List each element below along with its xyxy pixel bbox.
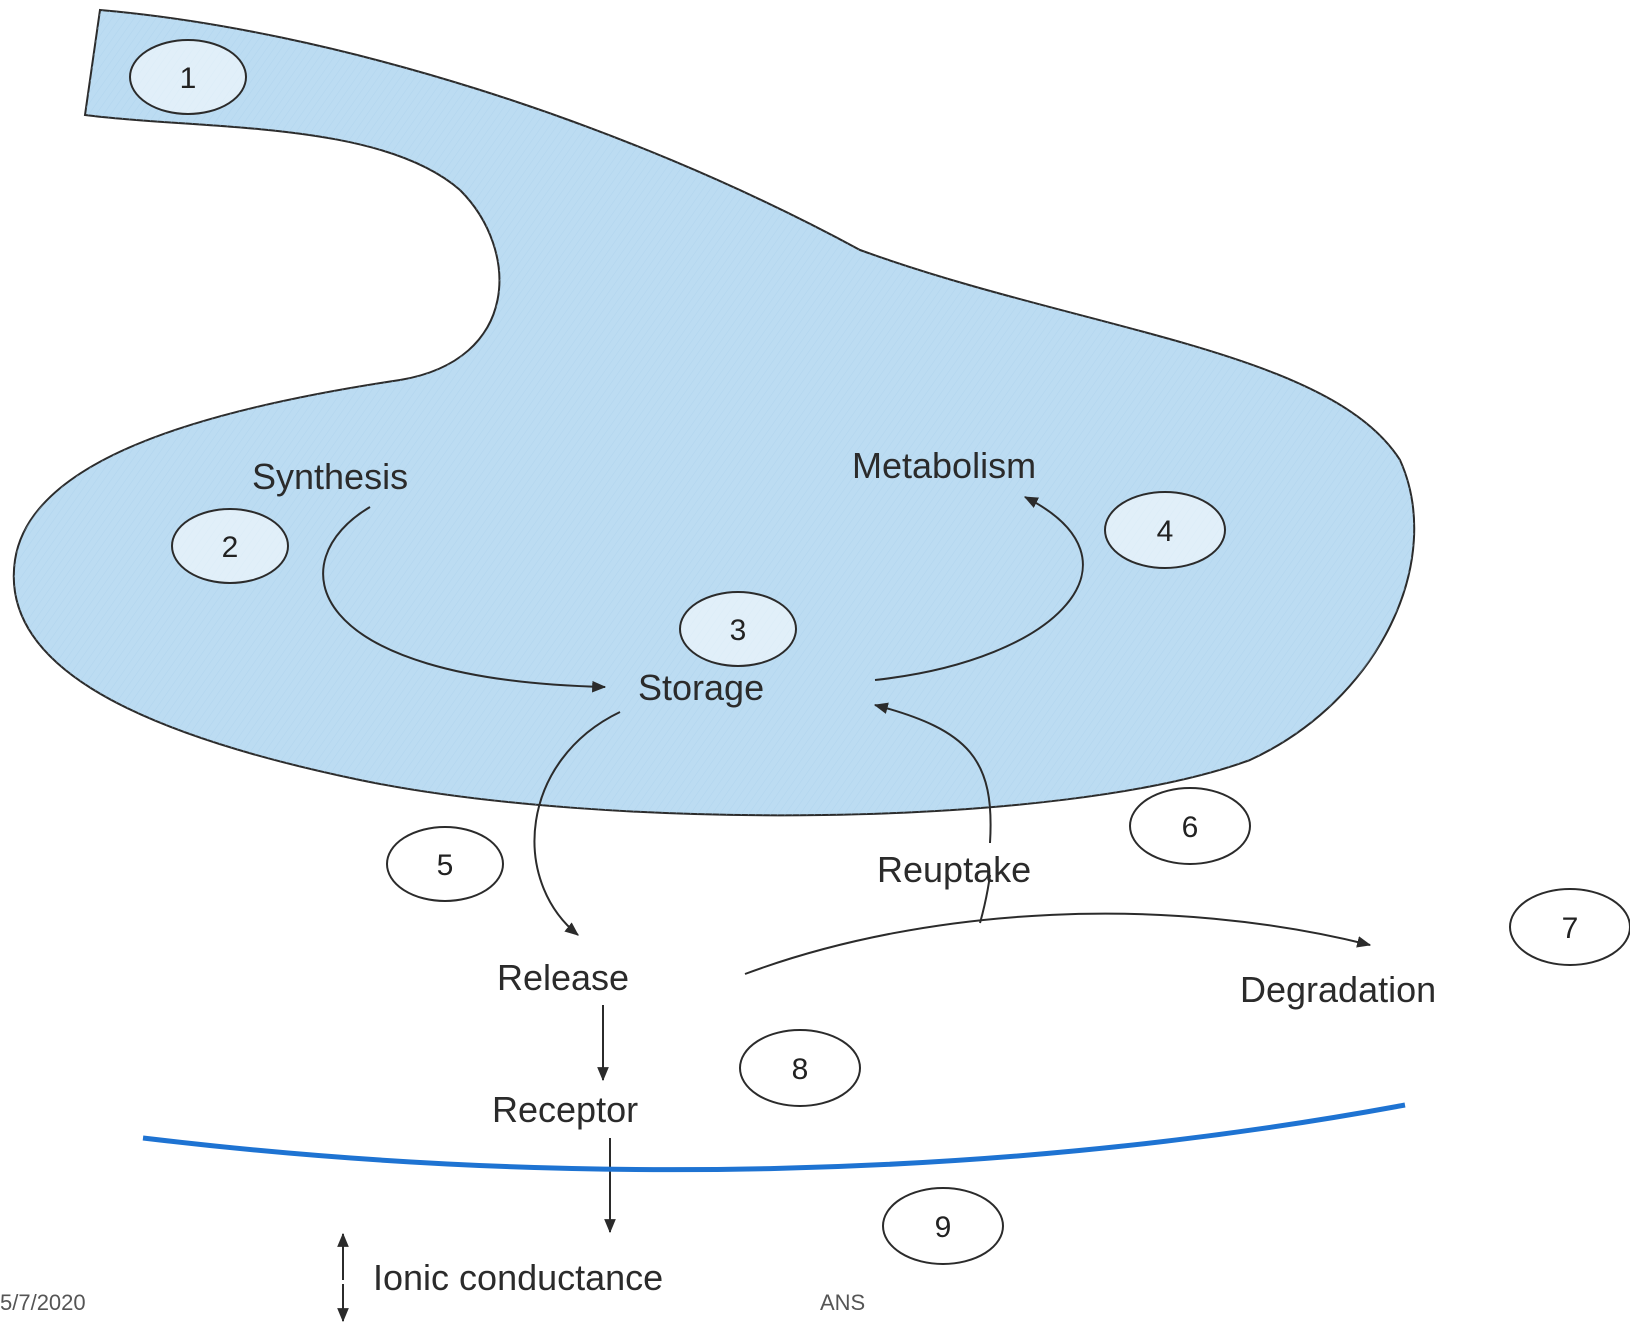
step-badge-1: 1	[130, 40, 246, 114]
footer-topic: ANS	[820, 1290, 865, 1316]
step-badge-9: 9	[883, 1188, 1003, 1264]
step-number-4: 4	[1157, 515, 1174, 548]
step-number-6: 6	[1182, 811, 1199, 844]
step-badge-7: 7	[1510, 889, 1630, 965]
step-number-8: 8	[792, 1053, 809, 1086]
step-badge-6: 6	[1130, 788, 1250, 864]
step-number-1: 1	[180, 62, 197, 95]
step-number-9: 9	[935, 1211, 952, 1244]
postsynaptic-membrane-line	[143, 1105, 1405, 1170]
release-label: Release	[497, 957, 629, 998]
storage-label: Storage	[638, 667, 764, 708]
step-badge-3: 3	[680, 592, 796, 666]
footer-date: 5/7/2020	[0, 1290, 86, 1316]
degradation-label: Degradation	[1240, 969, 1436, 1010]
step-badge-2: 2	[172, 509, 288, 583]
step-number-5: 5	[437, 849, 454, 882]
step-number-2: 2	[222, 531, 239, 564]
release-to-degradation-arrow	[745, 914, 1370, 974]
step-number-7: 7	[1562, 912, 1579, 945]
step-number-3: 3	[730, 614, 747, 647]
step-badge-4: 4	[1105, 492, 1225, 568]
metabolism-label: Metabolism	[852, 445, 1036, 486]
reuptake-label: Reuptake	[877, 849, 1031, 890]
receptor-label: Receptor	[492, 1089, 638, 1130]
ionic-conductance-label: Ionic conductance	[373, 1257, 663, 1298]
step-badge-5: 5	[387, 827, 503, 901]
step-badge-8: 8	[740, 1030, 860, 1106]
synthesis-label: Synthesis	[252, 456, 408, 497]
